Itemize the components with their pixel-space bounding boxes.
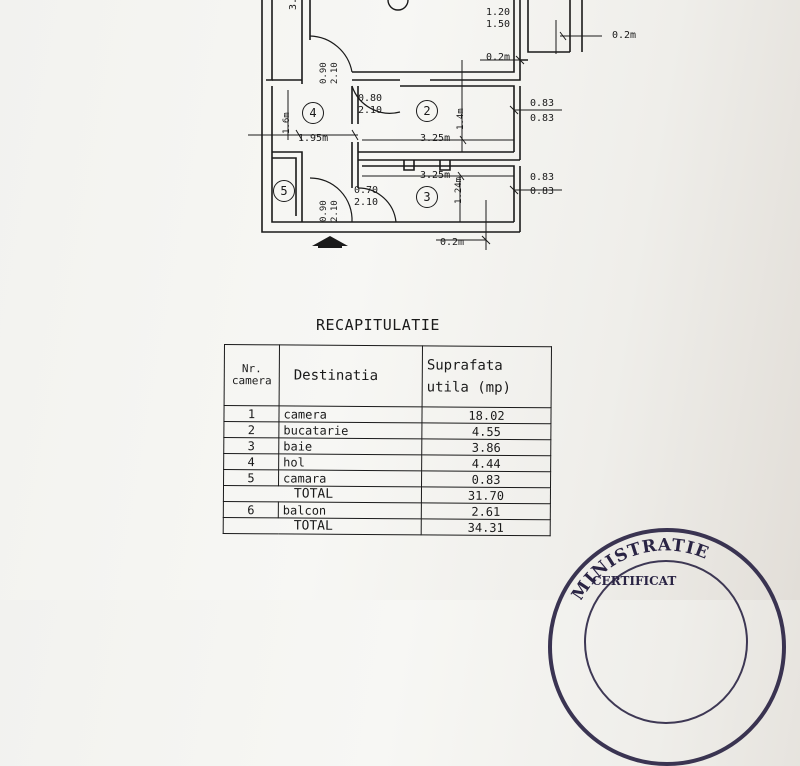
stamp-arc-text: ADMINISTRATIE [556, 535, 712, 600]
dim-0-2m-bottom: 0.2m [440, 237, 465, 248]
header-suprafata-line1: Suprafata [426, 357, 503, 374]
grand-total-value: 34.31 [421, 518, 551, 536]
row-nr: 2 [223, 421, 279, 438]
total-value: 31.70 [421, 486, 551, 504]
room-number-2: 2 [416, 100, 438, 122]
row-destinatia: baie [278, 437, 422, 455]
row-destinatia: camara [278, 469, 422, 487]
dim-3-25m-a: 3.25m [420, 133, 451, 144]
dim-top-left: 3. [288, 0, 299, 10]
dim-1-4m: 1.4m [456, 108, 466, 130]
dim-0-2m-mid: 0.2m [486, 52, 511, 63]
dim-1-24m: 1.24m [454, 176, 464, 204]
row-suprafata: 18.02 [421, 406, 552, 424]
room-number-4: 4 [302, 102, 324, 124]
stamp-center-text: CERTIFICAT [592, 574, 677, 588]
dim-083-b1: 0.83 [530, 172, 555, 183]
dim-083-a1: 0.83 [530, 98, 555, 109]
dim-080: 0.80 [358, 93, 383, 104]
row-destinatia: bucatarie [278, 421, 422, 439]
header-nr-camera: Nr. camera [224, 344, 280, 406]
row-nr: 3 [223, 437, 279, 454]
header-destinatia: Destinatia [279, 344, 423, 407]
room-number-3: 3 [416, 186, 438, 208]
row-destinatia: camera [278, 405, 423, 423]
row-suprafata: 4.55 [421, 422, 551, 440]
row-nr: 1 [223, 405, 280, 422]
dim-door-210-bot: 2.10 [330, 200, 340, 222]
room-number-5: 5 [273, 180, 295, 202]
svg-text:ADMINISTRATIE: ADMINISTRATIE [556, 535, 712, 600]
row-nr: 6 [223, 501, 279, 518]
grand-total-label: TOTAL [223, 517, 422, 535]
row-nr: 5 [223, 469, 279, 486]
total-label: TOTAL [223, 485, 422, 503]
dim-door-090-top: 0.90 [319, 62, 329, 84]
dim-083-b2: 0.83 [530, 186, 555, 197]
dim-1-6m: 1.6m [282, 112, 292, 134]
row-suprafata: 4.44 [421, 454, 551, 472]
recap-table: Nr. camera Destinatia Suprafata utila (m… [223, 344, 552, 536]
dim-1-95m: 1.95m [298, 133, 329, 144]
row-suprafata: 3.86 [421, 438, 551, 456]
dim-door-090-bot: 0.90 [319, 200, 329, 222]
dim-210-bath: 2.10 [354, 197, 379, 208]
recap-header-row: Nr. camera Destinatia Suprafata utila (m… [224, 344, 552, 408]
row-destinatia: hol [278, 453, 422, 471]
dim-1-20: 1.20 [486, 7, 511, 18]
floor-plan: 3. 1.20 1.50 0.2m 0.2m 0.90 2.10 0.80 2.… [0, 0, 800, 300]
dim-083-a2: 0.83 [530, 113, 555, 124]
row-suprafata: 2.61 [421, 502, 551, 520]
dim-0-2m-top-right: 0.2m [612, 30, 637, 41]
row-destinatia: balcon [278, 501, 422, 519]
dim-210-mid: 2.10 [358, 105, 383, 116]
row-nr: 4 [223, 453, 279, 470]
grand-total-row: TOTAL 34.31 [223, 517, 551, 536]
dim-1-50: 1.50 [486, 19, 511, 30]
dim-door-210-top: 2.10 [330, 62, 340, 84]
header-suprafata-line2: utila (mp) [426, 379, 512, 397]
header-suprafata: Suprafata utila (mp) [422, 345, 552, 408]
dim-3-25m-b: 3.25m [420, 170, 451, 181]
header-nr-line2: camera [231, 374, 272, 388]
entrance-arrow-icon [312, 236, 348, 246]
floor-plan-drawing [248, 0, 602, 250]
dim-070: 0.70 [354, 185, 379, 196]
recap-title: RECAPITULATIE [316, 316, 440, 334]
row-suprafata: 0.83 [421, 470, 551, 488]
